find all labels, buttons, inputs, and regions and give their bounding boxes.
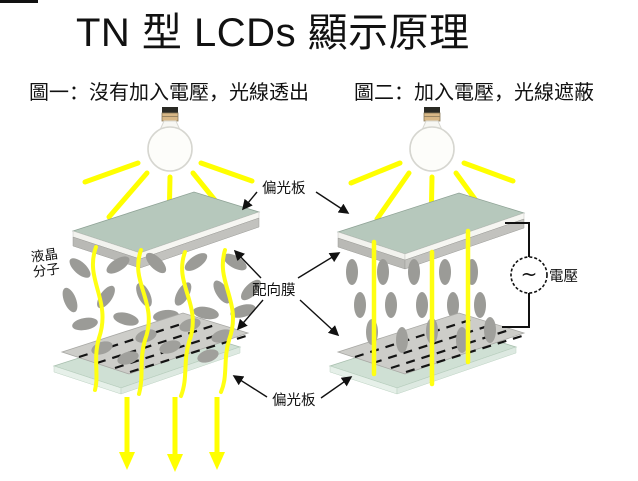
label-polarizer-bottom: 偏光板 [272,393,316,409]
label-polarizer-top: 偏光板 [262,181,306,197]
callout-arrows [232,191,353,399]
label-voltage: 電壓 [549,269,578,285]
ac-source-icon: ~ [510,256,548,294]
figure2-caption: 圖二：加入電壓，光線遮蔽 [354,82,594,104]
circuit-wire [502,222,530,328]
label-liquid-crystal: 液晶 分子 [30,246,61,280]
ac-symbol: ~ [521,262,538,286]
liquid-crystal-molecules-right [346,259,486,318]
figure1-caption: 圖一：沒有加入電壓，光線透出 [29,82,309,104]
straight-light-paths [371,228,471,387]
figure2-diagram: ~ [328,107,548,395]
top-polarizer-plate-right [336,192,526,270]
bottom-polarizer-plate-left [52,312,250,395]
slide-corner-mark [0,0,38,3]
top-polarizer-plate-left [71,191,261,269]
twisted-light-paths [90,245,235,398]
label-alignment-film: 配向膜 [252,283,296,299]
figure1-diagram [52,107,262,472]
light-bulb-icon-right [409,107,455,172]
bottom-polarizer-plate-right [328,312,526,395]
light-bulb-icon-left [147,107,193,172]
light-exit-arrows [119,397,225,472]
page-title: TN 型 LCDs 顯示原理 [76,11,470,55]
flat-molecules-left [91,318,233,365]
